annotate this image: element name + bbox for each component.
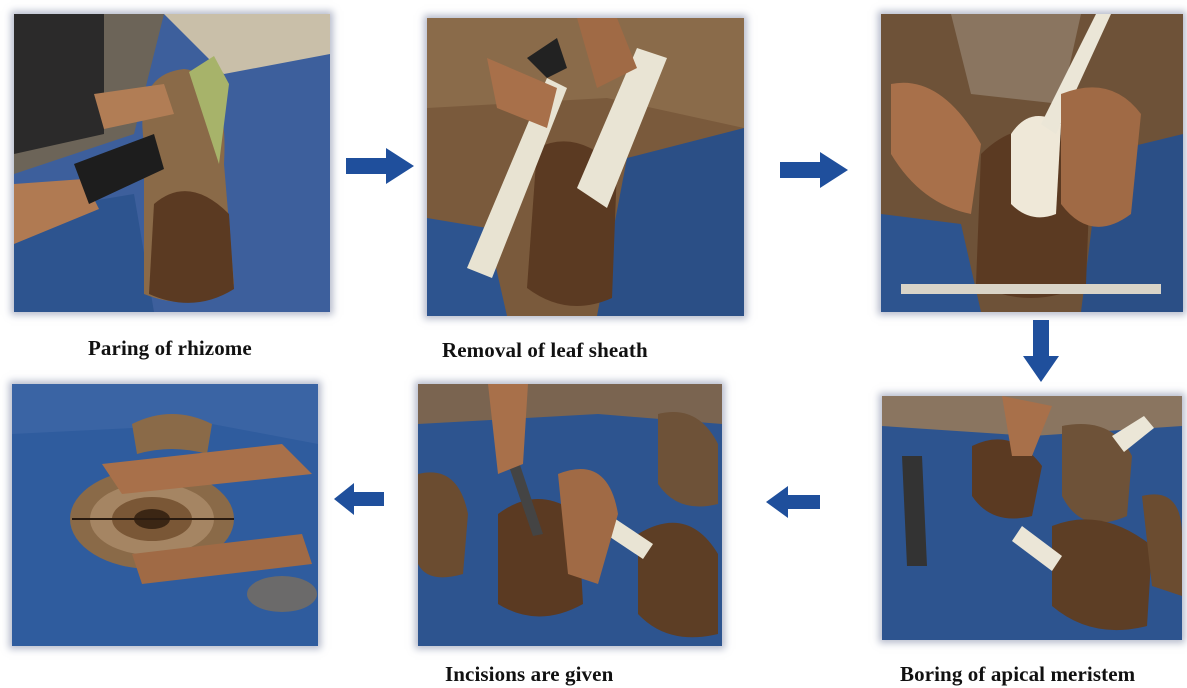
arrow-left-1 [766, 486, 820, 518]
arrow-right-2 [780, 152, 848, 188]
caption-removal-of-leaf-sheath: Removal of leaf sheath [442, 338, 648, 363]
photo-removal-of-leaf-sheath [427, 18, 744, 316]
photo-incisions-are-given [418, 384, 722, 646]
arrow-left-2 [334, 483, 384, 515]
photo-boring-of-apical-meristem [882, 396, 1182, 640]
photo-boring-step-start [881, 14, 1183, 312]
arrow-down [1023, 320, 1059, 382]
caption-incisions-are-given: Incisions are given [445, 662, 613, 687]
photo-final-cut-rhizome [12, 384, 318, 646]
photo-paring-of-rhizome [14, 14, 330, 312]
caption-paring-of-rhizome: Paring of rhizome [88, 336, 252, 361]
caption-boring-of-apical-meristem: Boring of apical meristem [900, 662, 1135, 687]
arrow-right-1 [346, 148, 414, 184]
